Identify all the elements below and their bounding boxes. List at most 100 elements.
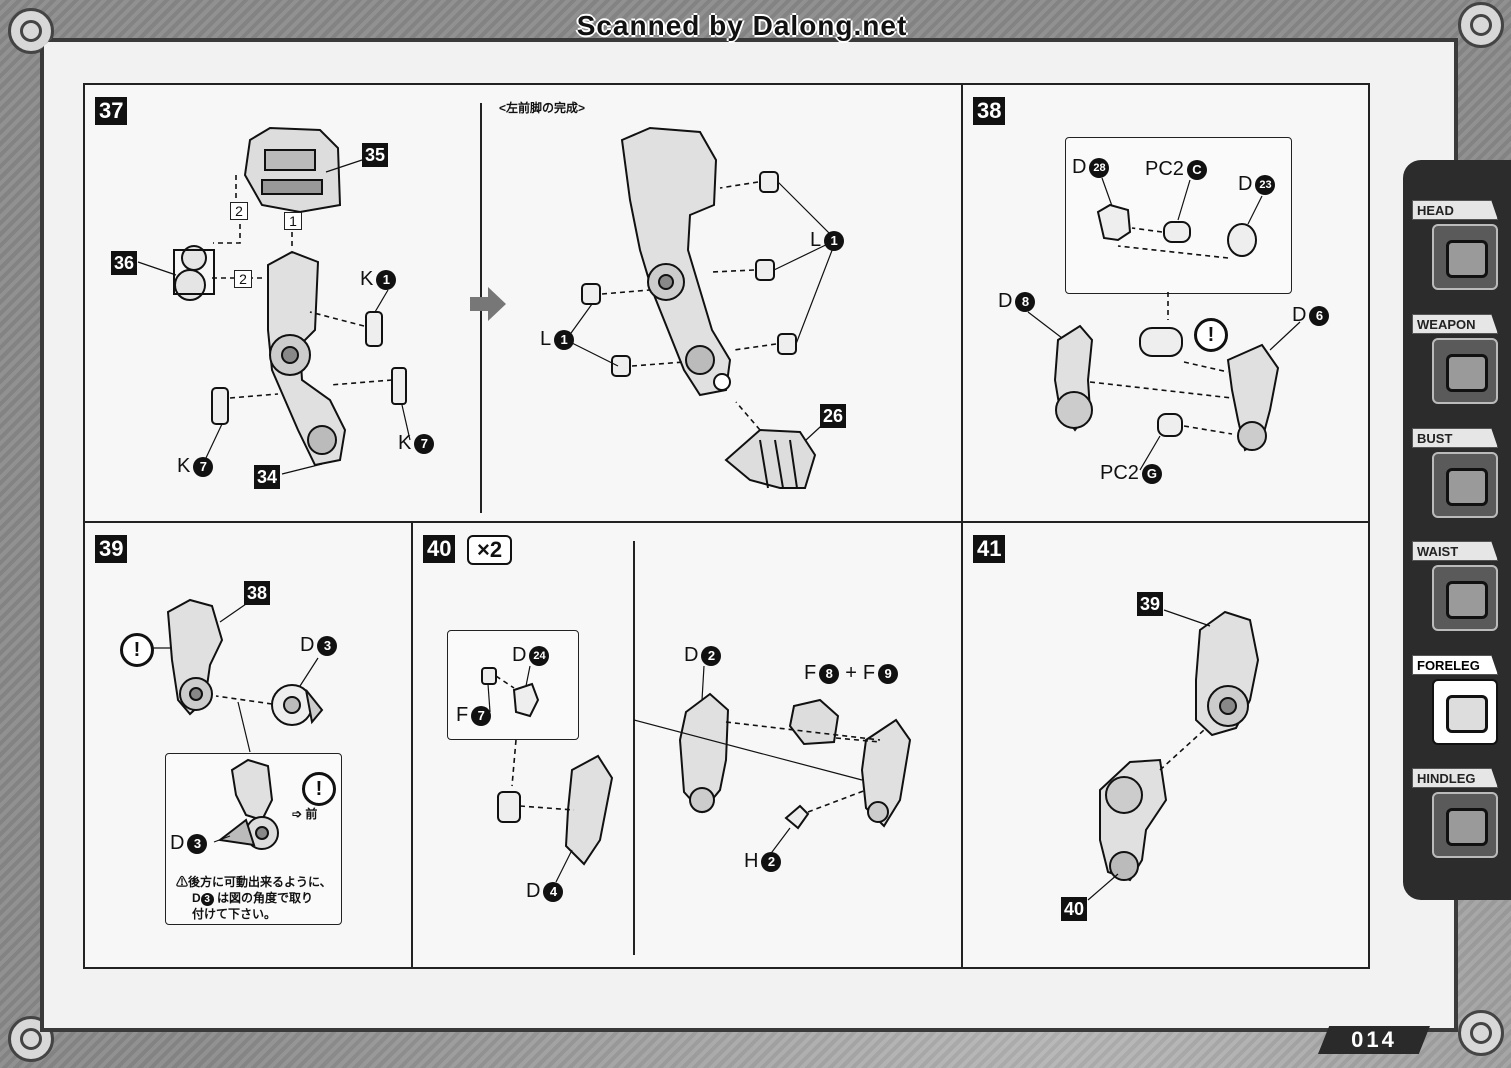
callout-arrows bbox=[1117, 227, 1229, 320]
mid-arrows bbox=[601, 181, 777, 431]
leader-lines bbox=[137, 159, 411, 475]
sidebar-item-foreleg[interactable]: FORELEG bbox=[1412, 655, 1502, 755]
callout-assembly bbox=[217, 758, 279, 850]
repeat-multiplier: ×2 bbox=[467, 535, 513, 565]
sequence-1: 1 bbox=[284, 212, 302, 230]
step-number: 38 bbox=[973, 97, 1006, 125]
sidebar-item-waist[interactable]: WAIST bbox=[1412, 541, 1502, 641]
part-d4 bbox=[564, 754, 614, 866]
part-d2 bbox=[678, 692, 730, 814]
hip-with-joint bbox=[166, 598, 224, 716]
sequence-2: 2 bbox=[234, 270, 252, 288]
hip-leaders bbox=[1027, 177, 1301, 471]
k-parts bbox=[211, 311, 407, 425]
sidebar-item-weapon[interactable]: WEAPON bbox=[1412, 314, 1502, 414]
joint-block bbox=[497, 791, 521, 823]
note-line: 付けて下さい。 bbox=[192, 907, 277, 921]
caution-icon: ! bbox=[1194, 318, 1228, 352]
sidebar-item-label: HINDLEG bbox=[1412, 768, 1498, 788]
next-arrow-icon bbox=[470, 287, 506, 321]
panel-divider bbox=[633, 541, 635, 955]
ref-26: 26 bbox=[820, 404, 847, 428]
corner-emblem-icon bbox=[1458, 1010, 1504, 1056]
page-number: 014 bbox=[1318, 1026, 1430, 1054]
assembled-d2 bbox=[860, 718, 912, 828]
step-number: 40 bbox=[423, 535, 456, 563]
bust-icon bbox=[1432, 452, 1498, 518]
callout-parts bbox=[1096, 203, 1257, 257]
step-37-panel: 37 <左前脚の完成> bbox=[83, 83, 963, 523]
hindleg-icon bbox=[1432, 792, 1498, 858]
sidebar-item-label: BUST bbox=[1412, 428, 1498, 448]
caution-icon: ! bbox=[120, 633, 154, 667]
head-icon bbox=[1432, 224, 1498, 290]
step-41-arrows bbox=[1159, 729, 1205, 771]
step-number: 37 bbox=[95, 97, 128, 125]
step-41-panel: 41 bbox=[961, 521, 1370, 969]
scan-credit: Scanned by Dalong.net bbox=[576, 10, 908, 41]
d3-arrow bbox=[215, 695, 273, 705]
sidebar-item-bust[interactable]: BUST bbox=[1412, 428, 1502, 528]
step-40-arrows bbox=[495, 675, 881, 813]
completion-caption: <左前脚の完成> bbox=[499, 101, 586, 115]
ref-34: 34 bbox=[254, 465, 281, 489]
part-35-housing bbox=[243, 126, 342, 214]
note-line: ⚠後方に可動出来るように、 bbox=[176, 875, 332, 889]
ref-38: 38 bbox=[244, 581, 271, 605]
sidebar-item-label: HEAD bbox=[1412, 200, 1498, 220]
foreleg-icon bbox=[1432, 679, 1498, 745]
step-41-leaders bbox=[1087, 609, 1211, 901]
part-36-joint bbox=[173, 245, 215, 301]
sidebar-item-label: WAIST bbox=[1412, 541, 1498, 561]
sidebar-item-head[interactable]: HEAD bbox=[1412, 200, 1502, 300]
part-h2 bbox=[784, 804, 810, 830]
hip-assembly bbox=[1053, 324, 1280, 452]
waist-icon bbox=[1432, 565, 1498, 631]
part-d3 bbox=[271, 684, 324, 726]
sequence-2: 2 bbox=[230, 202, 248, 220]
sidebar-item-hindleg[interactable]: HINDLEG bbox=[1412, 768, 1502, 868]
part-34-leg bbox=[267, 250, 347, 467]
leg-assembly-40 bbox=[1099, 758, 1168, 882]
step-number: 39 bbox=[95, 535, 128, 563]
sidebar-item-label: FORELEG bbox=[1412, 655, 1498, 675]
hip-arrows bbox=[1089, 361, 1233, 435]
sidebar-item-label: WEAPON bbox=[1412, 314, 1498, 334]
ref-35: 35 bbox=[362, 143, 389, 167]
l1-caps bbox=[581, 171, 797, 377]
front-direction-label: ➩ 前 bbox=[292, 807, 318, 821]
detail-callout-box bbox=[447, 630, 579, 740]
completed-foreleg bbox=[620, 126, 732, 397]
corner-emblem-icon bbox=[1458, 2, 1504, 48]
ref-36: 36 bbox=[111, 251, 138, 275]
part-26-claw bbox=[724, 428, 817, 489]
caution-icon: ! bbox=[302, 772, 336, 806]
ref-39: 39 bbox=[1137, 592, 1164, 616]
